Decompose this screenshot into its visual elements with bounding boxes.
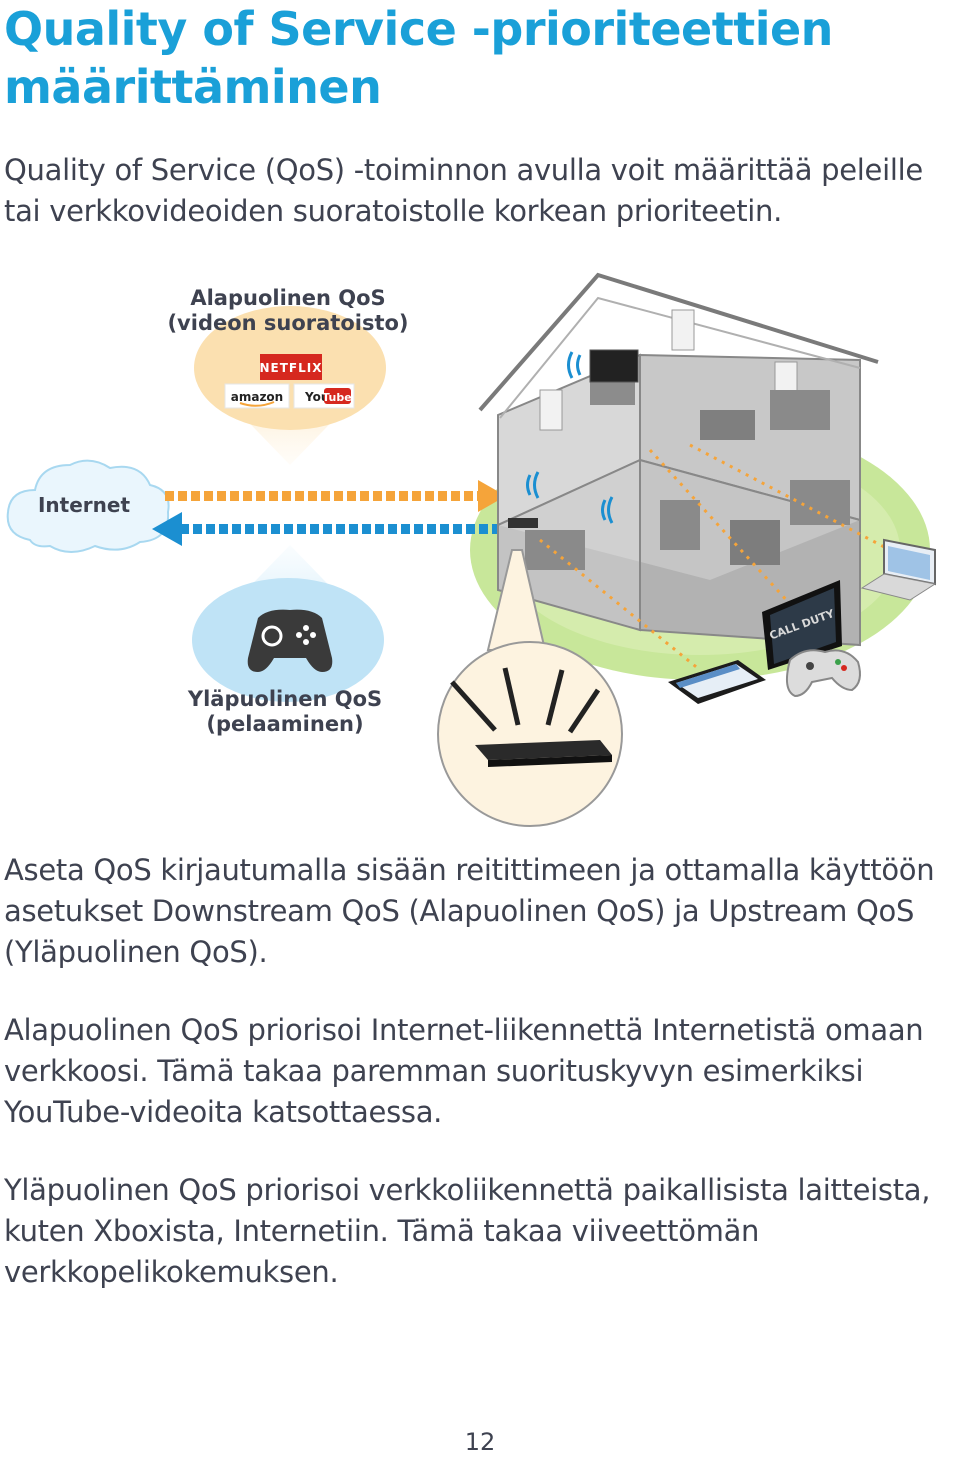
svg-text:NETFLIX: NETFLIX (260, 361, 323, 375)
downstream-label: Alapuolinen QoS (190, 286, 385, 310)
tv-icon: CALL DUTY (762, 580, 842, 670)
house-icon (478, 272, 891, 672)
upstream-label: Yläpuolinen QoS (187, 687, 382, 711)
svg-text:amazon: amazon (231, 390, 283, 404)
downstream-arrow (165, 480, 506, 512)
intro-paragraph: Quality of Service (QoS) -toiminnon avul… (4, 153, 923, 228)
svg-text:Tube: Tube (322, 391, 351, 404)
paragraph-upstream: Yläpuolinen QoS priorisoi verkkoliikenne… (4, 1173, 931, 1289)
paragraph-downstream: Alapuolinen QoS priorisoi Internet-liike… (4, 1013, 924, 1129)
laptop-icon (860, 538, 937, 601)
page-number: 12 (464, 1428, 496, 1456)
router-zoom (437, 549, 623, 827)
svg-text:You: You (304, 390, 329, 404)
youtube-logo: You Tube (293, 383, 355, 409)
upstream-sublabel: (pelaaminen) (206, 712, 363, 736)
qos-diagram: Alapuolinen QoS (videon suoratoisto) NET… (0, 250, 960, 830)
downstream-sublabel: (videon suoratoisto) (167, 311, 408, 335)
cloud-icon: Internet (6, 459, 170, 553)
controller-icon (785, 649, 861, 698)
internet-label: Internet (38, 493, 130, 517)
upstream-bubble: Yläpuolinen QoS (pelaaminen) (187, 545, 384, 736)
router-icon (450, 667, 612, 767)
netflix-logo: NETFLIX (260, 354, 323, 380)
upstream-arrow (152, 512, 505, 546)
amazon-logo: amazon (224, 383, 290, 409)
page-title: Quality of Service -prioriteettien määri… (4, 2, 833, 114)
downstream-bubble: Alapuolinen QoS (videon suoratoisto) NET… (167, 286, 409, 465)
tablet-icon (668, 660, 766, 704)
gamepad-icon (247, 609, 333, 672)
paragraph-setup: Aseta QoS kirjautumalla sisään reitittim… (4, 853, 935, 969)
